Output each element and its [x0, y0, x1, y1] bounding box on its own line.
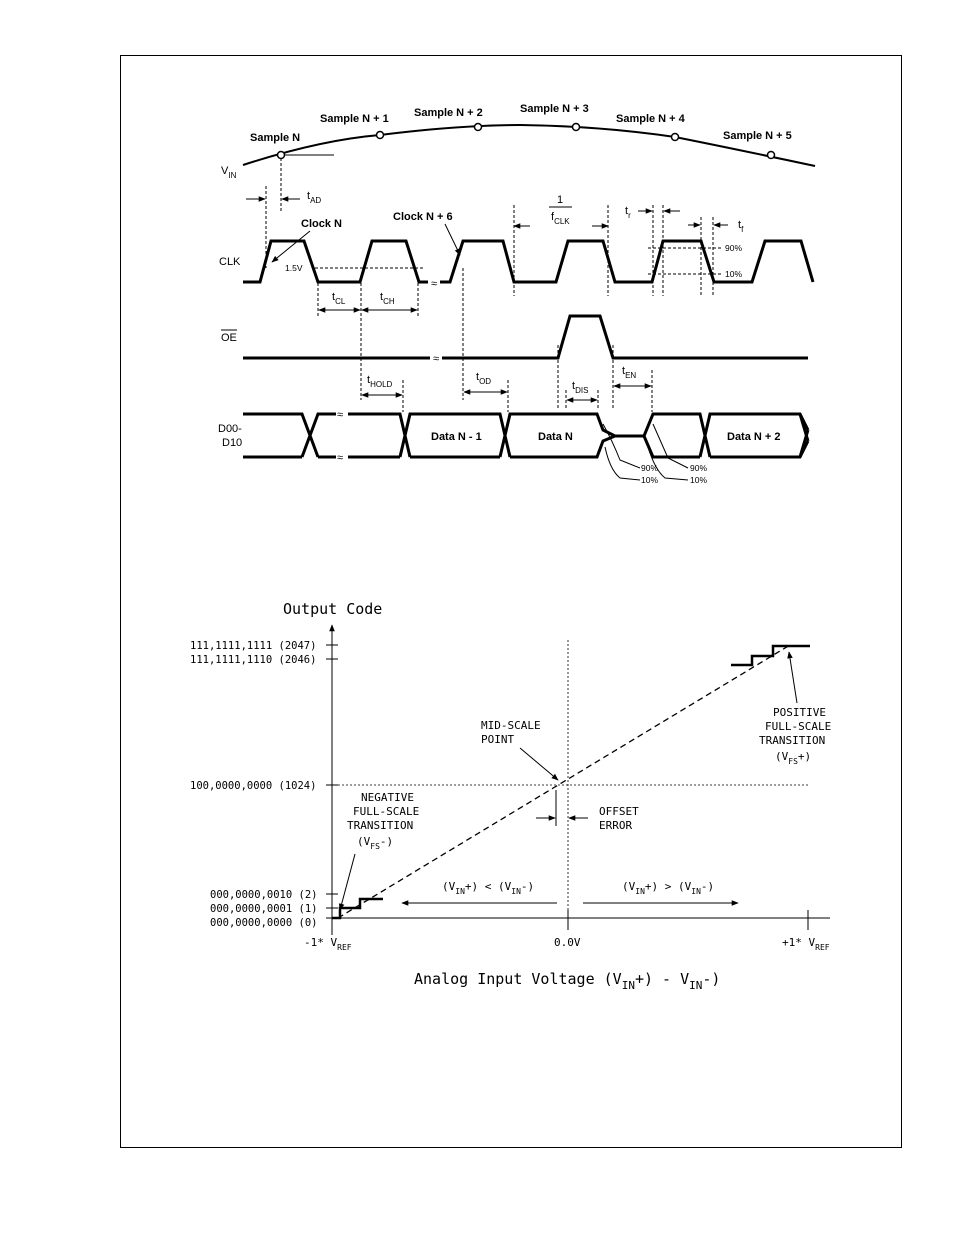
- code-1: 000,0000,0001 (1): [210, 903, 317, 915]
- code-2047: 111,1111,1111 (2047): [190, 640, 316, 652]
- sample-n1-label: Sample N + 1: [320, 113, 389, 125]
- t-dis-label: tDIS: [572, 380, 588, 395]
- data-n-label: Data N: [538, 431, 573, 443]
- t-r-label: tr: [625, 205, 631, 220]
- sample-n4-point: [670, 132, 680, 142]
- t-od-label: tOD: [476, 371, 491, 386]
- positive-label-3: TRANSITION: [759, 734, 825, 747]
- sample-n-label: Sample N: [250, 132, 300, 144]
- data-n-plus-2-label: Data N + 2: [727, 431, 781, 443]
- f-clk-label: fCLK: [551, 211, 570, 226]
- clk-waveform: [243, 239, 815, 284]
- data-bus-bottom: [243, 434, 810, 459]
- t-cl-label: tCL: [332, 291, 346, 306]
- timing-diagram: Sample N Sample N + 1 Sample N + 2 Sampl…: [218, 103, 816, 485]
- svg-text:≈: ≈: [337, 409, 343, 421]
- oe-label: OE: [221, 332, 237, 344]
- positive-label-2: FULL-SCALE: [765, 720, 831, 733]
- sample-n1-point: [375, 130, 385, 140]
- oe-waveform: [243, 314, 808, 360]
- negative-label-2: FULL-SCALE: [353, 805, 419, 818]
- x-right-label: +1* VREF: [782, 936, 830, 952]
- clk-label: CLK: [219, 256, 241, 268]
- negative-label-1: NEGATIVE: [361, 791, 414, 804]
- region-left-label: (VIN+) < (VIN-): [442, 880, 534, 896]
- output-code-title: Output Code: [283, 600, 382, 618]
- vin-label: VIN: [221, 165, 237, 180]
- t-ad-label: tAD: [307, 190, 321, 205]
- staircase-low: [332, 897, 383, 920]
- level-15v-label: 1.5V: [285, 263, 303, 273]
- pct10-en: 10%: [690, 475, 707, 485]
- staircase-high: [731, 644, 810, 667]
- offset-label-1: OFFSET: [599, 805, 639, 818]
- figure-frame: [120, 55, 902, 1148]
- code-1024: 100,0000,0000 (1024): [190, 780, 316, 792]
- sample-n5-point: [766, 150, 776, 160]
- svg-text:≈: ≈: [337, 452, 343, 464]
- sample-n5-label: Sample N + 5: [723, 130, 792, 142]
- code-2: 000,0000,0010 (2): [210, 889, 317, 901]
- mid-scale-label-2: POINT: [481, 733, 514, 746]
- pct90-en: 90%: [690, 463, 707, 473]
- pct90-dis: 90%: [641, 463, 658, 473]
- x-left-label: -1* VREF: [304, 936, 352, 952]
- negative-label-3: TRANSITION: [347, 819, 413, 832]
- clock-n-label: Clock N: [301, 218, 342, 230]
- vfs-minus-label: (VFS-): [357, 835, 393, 851]
- code-2046: 111,1111,1110 (2046): [190, 654, 316, 666]
- sample-n2-label: Sample N + 2: [414, 107, 483, 119]
- pct10-clk: 10%: [725, 269, 742, 279]
- t-f-label: tf: [738, 219, 744, 234]
- region-right-label: (VIN+) > (VIN-): [622, 880, 714, 896]
- sample-n-point: [276, 150, 286, 160]
- data-n-minus-1-label: Data N - 1: [431, 431, 482, 443]
- x-mid-label: 0.0V: [554, 936, 581, 949]
- pct90-clk: 90%: [725, 243, 742, 253]
- offset-label-2: ERROR: [599, 819, 632, 832]
- one-label: 1: [557, 194, 563, 206]
- x-axis-title: Analog Input Voltage (VIN+) - VIN-): [414, 970, 720, 992]
- ideal-transfer-line: [337, 644, 791, 919]
- sample-n3-point: [571, 122, 581, 132]
- sample-n3-label: Sample N + 3: [520, 103, 589, 115]
- svg-text:≈: ≈: [433, 353, 439, 365]
- sample-n2-point: [473, 122, 483, 132]
- mid-scale-label-1: MID-SCALE: [481, 719, 541, 732]
- clock-n6-label: Clock N + 6: [393, 211, 453, 223]
- t-ch-label: tCH: [380, 291, 395, 306]
- sample-n4-label: Sample N + 4: [616, 113, 686, 125]
- code-0: 000,0000,0000 (0): [210, 917, 317, 929]
- svg-text:≈: ≈: [431, 278, 437, 290]
- positive-label-1: POSITIVE: [773, 706, 826, 719]
- d00-label: D00-: [218, 423, 242, 435]
- transfer-diagram: Output Code 111,1111,1111 (2047) 111,111…: [190, 600, 831, 992]
- data-bus-top: [243, 412, 810, 458]
- vin-waveform: [242, 123, 816, 167]
- pct10-dis: 10%: [641, 475, 658, 485]
- t-hold-label: tHOLD: [367, 374, 393, 389]
- t-en-label: tEN: [622, 365, 636, 380]
- d10-label: D10: [222, 437, 242, 449]
- vfs-plus-label: (VFS+): [775, 750, 811, 766]
